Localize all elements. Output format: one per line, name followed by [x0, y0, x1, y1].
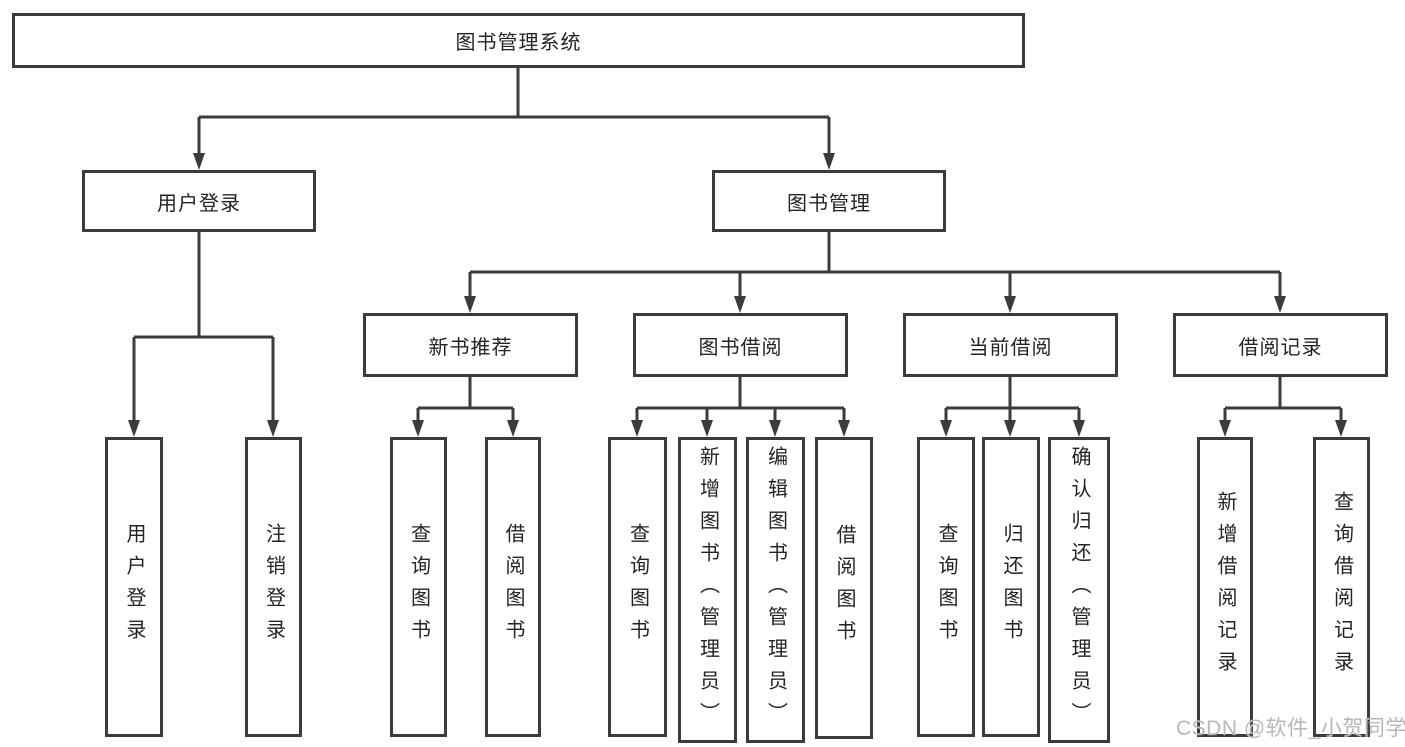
node-current-borrow-label: 当前借阅 — [968, 336, 1053, 359]
node-new-book-recommend-label: 新书推荐 — [428, 336, 513, 359]
leaf-br-query-record-label: 查询借阅记录 — [1330, 491, 1353, 683]
leaf-nb-query-books-label: 查询图书 — [407, 523, 430, 651]
leaf-br-add-record-label: 新增借阅记录 — [1214, 491, 1236, 683]
connector-borrow-records-children — [1223, 375, 1343, 425]
node-book-management-label: 图书管理 — [787, 192, 871, 215]
connector-root-to-level1 — [197, 66, 831, 158]
leaf-user-login-label: 用户登录 — [123, 523, 145, 651]
node-borrow-records-label: 借阅记录 — [1238, 336, 1323, 359]
leaf-bb-edit-books-admin: 编辑图书（管理员） — [746, 437, 805, 743]
leaf-nb-borrow-books: 借阅图书 — [485, 437, 541, 737]
connector-current-borrow-children — [944, 375, 1081, 425]
node-root-label: 图书管理系统 — [455, 32, 582, 54]
leaf-bb-edit-books-admin-label: 编辑图书（管理员） — [764, 446, 787, 734]
connector-book-borrow-children — [635, 375, 846, 425]
connector-user-login-children — [132, 231, 275, 425]
node-root: 图书管理系统 — [12, 13, 1025, 68]
leaf-cb-confirm-return-admin: 确认归还（管理员） — [1048, 437, 1110, 743]
leaf-nb-query-books: 查询图书 — [390, 437, 447, 737]
leaf-logout-label: 注销登录 — [262, 523, 285, 651]
leaf-bb-borrow-books-label: 借阅图书 — [833, 524, 855, 652]
leaf-bb-query-books-label: 查询图书 — [626, 523, 649, 651]
leaf-nb-borrow-books-label: 借阅图书 — [502, 523, 524, 651]
node-borrow-records: 借阅记录 — [1173, 313, 1388, 377]
node-current-borrow: 当前借阅 — [903, 313, 1118, 377]
connector-new-books-children — [416, 375, 515, 425]
leaf-user-login: 用户登录 — [105, 437, 163, 737]
node-book-borrow-label: 图书借阅 — [698, 336, 783, 359]
node-book-borrow: 图书借阅 — [633, 313, 848, 377]
node-user-login: 用户登录 — [82, 170, 316, 232]
watermark-text: CSDN @软件_小贺同学 — [1176, 717, 1405, 740]
leaf-bb-add-books-admin: 新增图书（管理员） — [678, 437, 737, 743]
leaf-cb-query-books: 查询图书 — [917, 437, 975, 737]
leaf-br-query-record: 查询借阅记录 — [1313, 437, 1370, 737]
leaf-br-add-record: 新增借阅记录 — [1197, 437, 1253, 737]
node-user-login-label: 用户登录 — [157, 192, 241, 215]
leaf-bb-add-books-admin-label: 新增图书（管理员） — [696, 446, 719, 734]
leaf-cb-return-books: 归还图书 — [982, 437, 1040, 737]
node-book-management: 图书管理 — [712, 170, 946, 232]
leaf-logout: 注销登录 — [245, 437, 302, 737]
node-new-book-recommend: 新书推荐 — [363, 313, 578, 377]
leaf-bb-borrow-books: 借阅图书 — [815, 437, 873, 739]
leaf-cb-query-books-label: 查询图书 — [935, 523, 957, 651]
leaf-cb-confirm-return-admin-label: 确认归还（管理员） — [1068, 446, 1090, 734]
leaf-bb-query-books: 查询图书 — [608, 437, 667, 737]
connector-book-mgmt-children — [468, 231, 1282, 301]
leaf-cb-return-books-label: 归还图书 — [1000, 523, 1022, 651]
